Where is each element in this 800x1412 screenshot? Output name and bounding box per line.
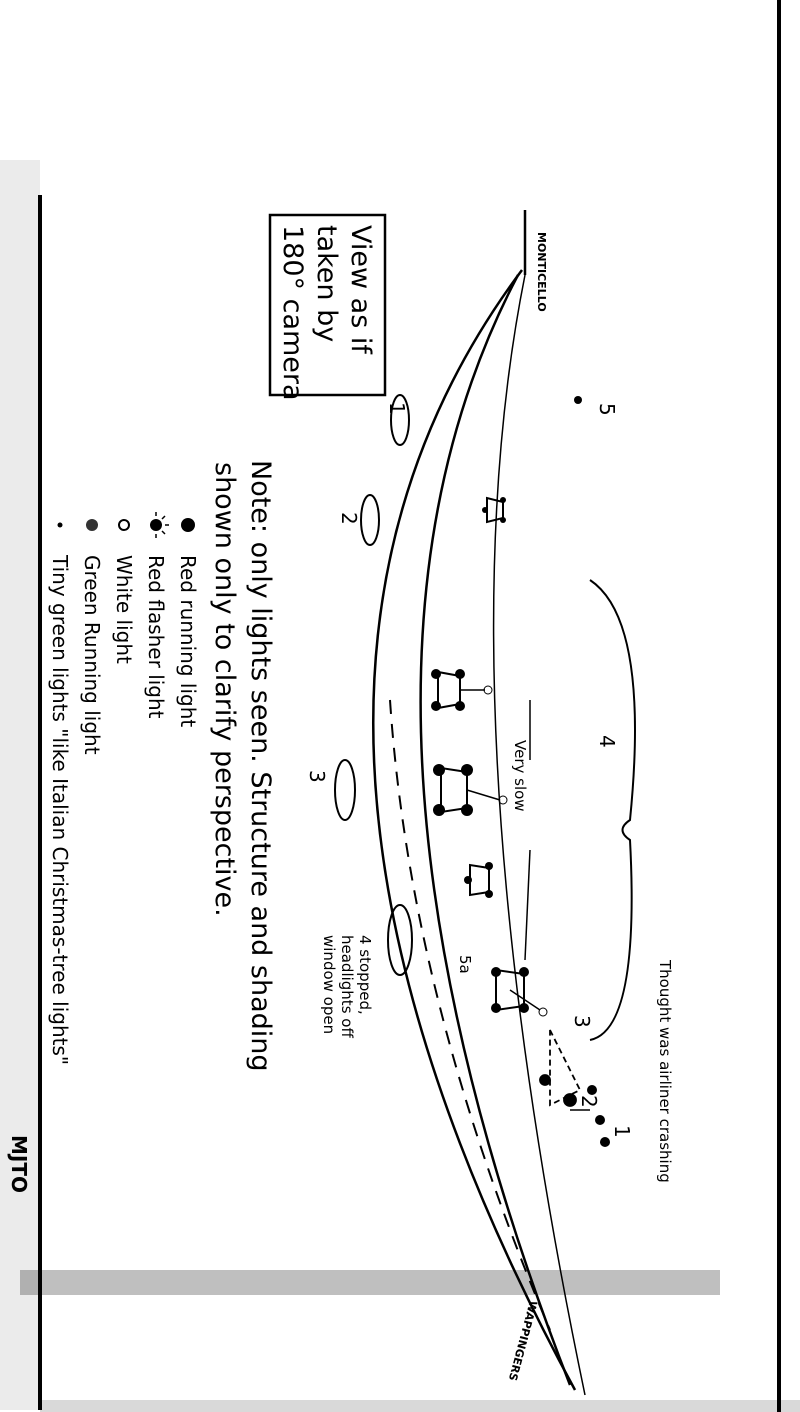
label-object-5: 5 <box>595 403 619 416</box>
label-object-5a: 5a <box>456 955 474 974</box>
red-flasher-light-icon <box>150 512 169 538</box>
car-1 <box>390 394 410 446</box>
right-edge-line <box>777 0 781 1412</box>
tiny-green-light-icon <box>57 522 63 528</box>
object-4c <box>464 862 493 898</box>
red-running-light-icon <box>181 518 195 532</box>
note-line1: Note: only lights seen. Structure and sh… <box>245 460 276 1072</box>
airliner-object-3 <box>539 1029 582 1107</box>
label-car-1: 1 <box>385 402 409 415</box>
legend-label: White light <box>112 555 136 664</box>
arrow-right <box>524 849 531 961</box>
object-4-stopped <box>491 967 548 1017</box>
car-4 <box>387 904 413 976</box>
label-flash-1: 1 <box>610 1125 634 1138</box>
stamp: MJTO <box>7 1135 31 1193</box>
road <box>372 210 586 1396</box>
green-running-light-icon <box>86 519 98 531</box>
label-flash-2: 2 <box>577 1095 601 1108</box>
label-car-3: 3 <box>305 770 329 783</box>
camera-note-line2: taken by <box>311 225 342 342</box>
label-stopped-2: headlights off <box>338 935 356 1038</box>
label-car-2: 2 <box>337 512 361 525</box>
white-light-icon <box>118 519 130 531</box>
label-speed: Very slow <box>511 740 529 812</box>
camera-note-box <box>268 213 387 397</box>
flashers-1-2 <box>570 1085 610 1147</box>
legend-label: Tiny green lights "like Italian Christma… <box>48 554 72 1065</box>
road-inner-edge <box>419 274 572 1386</box>
legend-label: Green Running light <box>80 555 104 755</box>
car-3 <box>334 759 356 821</box>
scan-shadow-bottom <box>40 1400 800 1412</box>
objects <box>431 396 636 1147</box>
road-center-dashes <box>389 699 551 1331</box>
camera-note-line3: 180° camera <box>277 225 308 401</box>
page-edge-line <box>38 195 42 1410</box>
label-town: MONTICELLO <box>535 232 548 312</box>
label-far-end: WAPPINGERS <box>506 1299 540 1382</box>
object-5 <box>482 496 506 524</box>
legend-label: Red running light <box>176 555 200 727</box>
label-object-4: 4 <box>595 735 619 748</box>
legend-label: Red flasher light <box>144 555 168 719</box>
label-stopped-1: 4 stopped, <box>356 935 374 1015</box>
scan-shadow <box>0 160 40 1410</box>
car-2 <box>360 494 380 546</box>
cars <box>334 394 413 976</box>
small-dot-object <box>574 396 582 404</box>
label-airliner: Thought was airliner crashing <box>656 959 674 1183</box>
legend: Red running light Red flasher light Whit… <box>48 512 200 1065</box>
road-outer-edge <box>372 269 577 1391</box>
label-object-3: 3 <box>570 1015 594 1028</box>
object-4a <box>431 669 493 711</box>
brace-4 <box>589 579 636 1041</box>
label-stopped-3: window open <box>320 935 338 1034</box>
object-4b <box>433 764 508 816</box>
note-line2: shown only to clarify perspective. <box>209 462 240 917</box>
horizon-line <box>492 274 586 1396</box>
camera-note-line1: View as if <box>345 225 376 355</box>
scan-noise-band <box>20 1270 720 1295</box>
